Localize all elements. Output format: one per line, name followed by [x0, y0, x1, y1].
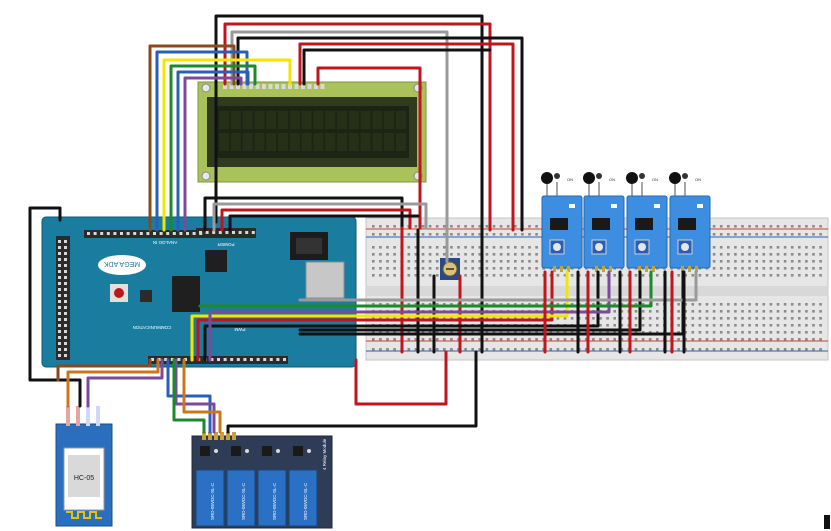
relay-part-label: SRD-05VDC-SL-C [272, 482, 277, 520]
wire [169, 64, 257, 232]
lcd-display [197, 81, 427, 183]
ir-sensor: ON [669, 172, 711, 272]
ir-led-icon [669, 172, 681, 184]
sensor-on-label: ON [695, 177, 701, 182]
relay-part-label: SRD-05VDC-SL-C [210, 482, 215, 520]
wire [28, 206, 82, 408]
wire [230, 30, 449, 264]
wire [212, 202, 428, 232]
wire [56, 358, 152, 382]
sensor-on-label: ON [609, 177, 615, 182]
wire [66, 358, 160, 408]
ir-led-icon [626, 172, 638, 184]
ir-led-icon [583, 172, 595, 184]
wire [176, 70, 250, 232]
wire [190, 270, 569, 362]
wire [302, 48, 492, 86]
relay-part-label: SRD-05VDC-SL-C [241, 482, 246, 520]
bluetooth-label: HC-05 [74, 475, 94, 482]
ir-sensor: ON [626, 172, 668, 272]
relay-channel: SRD-05VDC-SL-C [226, 446, 256, 527]
wire [162, 58, 292, 232]
wire [196, 270, 554, 362]
board-analog-label: ANALOG IN [153, 240, 178, 245]
relay-channel: SRD-05VDC-SL-C [195, 446, 225, 527]
edge-marker [824, 515, 830, 529]
wire [226, 350, 478, 434]
wire [166, 358, 212, 434]
ir-sensor: ON [541, 172, 583, 272]
wire [298, 42, 515, 232]
arduino-mega-board: MEGA ADK ANALOG IN COMMUNICATION POWER P… [41, 216, 357, 368]
wire [203, 196, 404, 232]
ir-sensor-group: ON ON ON ON [541, 172, 711, 272]
bluetooth-module: HC-05 [55, 406, 113, 527]
ir-sensor: ON [583, 172, 625, 272]
wire [214, 14, 484, 232]
wire [174, 358, 216, 434]
relay-channel: SRD-05VDC-SL-C [257, 446, 287, 527]
wire-group [28, 14, 698, 434]
wire [298, 270, 642, 332]
sensor-on-label: ON [567, 177, 573, 182]
wire [155, 50, 249, 232]
relay-channel: SRD-05VDC-SL-C [288, 446, 318, 527]
relay-module: SRD-05VDC-SL-C SRD-05VDC-SL-C SRD-05VDC-SL… [191, 432, 333, 529]
wire [228, 214, 420, 232]
board-pwm-label: PWM [234, 327, 245, 332]
relay-module-label: 4 Relay Module [322, 438, 327, 470]
board-model-label: MEGA ADK [104, 260, 141, 267]
relay-part-label: SRD-05VDC-SL-C [303, 482, 308, 520]
board-communication-label: COMMUNICATION [133, 325, 172, 330]
wire [223, 22, 492, 232]
wire [183, 76, 243, 232]
sensor-on-label: ON [652, 177, 658, 182]
wire [354, 350, 448, 406]
potentiometer [440, 258, 460, 280]
wire [86, 358, 164, 408]
wire [298, 270, 698, 302]
wire [316, 66, 422, 230]
wire [182, 358, 222, 434]
wire [198, 270, 653, 308]
wire [172, 358, 206, 434]
wire [220, 208, 412, 232]
board-power-label: POWER [217, 242, 235, 247]
ir-led-icon [541, 172, 553, 184]
wire [208, 270, 611, 362]
